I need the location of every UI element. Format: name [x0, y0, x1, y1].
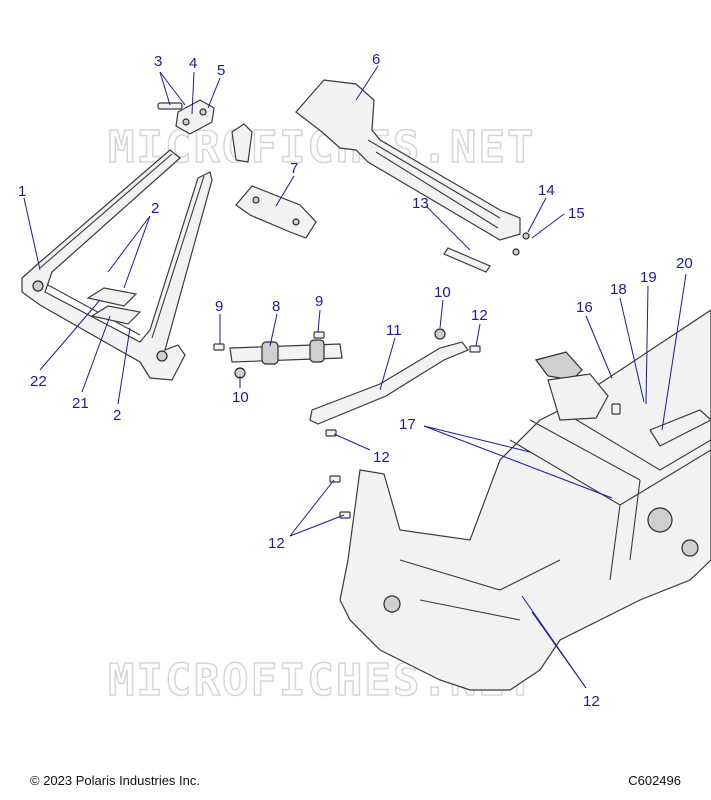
part-6-cross-tube — [295, 79, 530, 273]
callout-6: 6 — [372, 51, 380, 68]
part-3-4-5-bracket-hardware — [157, 99, 253, 163]
part-7-bracket — [235, 185, 317, 239]
callout-12-left: 12 — [268, 535, 285, 552]
callout-2-bottom: 2 — [113, 407, 121, 424]
callout-20: 20 — [676, 255, 693, 272]
callout-9-left: 9 — [215, 298, 223, 315]
callout-8: 8 — [272, 298, 280, 315]
callout-2-top: 2 — [151, 200, 159, 217]
callout-17: 17 — [399, 416, 416, 433]
callout-7: 7 — [290, 160, 298, 177]
part-1-brace-assembly — [21, 149, 213, 381]
callout-15: 15 — [568, 205, 585, 222]
callouts: 3 4 5 6 7 1 2 13 14 15 20 19 18 10 16 9 … — [18, 51, 693, 710]
callout-14: 14 — [538, 182, 555, 199]
part-21-22-plates — [86, 287, 142, 325]
callout-12-top: 12 — [471, 307, 488, 324]
copyright-text: © 2023 Polaris Industries Inc. — [30, 773, 200, 788]
callout-10-top: 10 — [434, 284, 451, 301]
callout-12-middle: 12 — [373, 449, 390, 466]
figure-code: C602496 — [628, 773, 681, 788]
callout-22: 22 — [30, 373, 47, 390]
callout-18: 18 — [610, 281, 627, 298]
callout-19: 19 — [640, 269, 657, 286]
callout-9-right: 9 — [315, 293, 323, 310]
callout-1: 1 — [18, 183, 26, 200]
callout-21: 21 — [72, 395, 89, 412]
callout-12-bottom: 12 — [583, 693, 600, 710]
part-11-link-bar — [309, 328, 481, 437]
callout-5: 5 — [217, 62, 225, 79]
callout-10-bottom: 10 — [232, 389, 249, 406]
callout-16: 16 — [576, 299, 593, 316]
callout-11: 11 — [386, 322, 402, 339]
callout-3: 3 — [154, 53, 162, 70]
leader-lines — [23, 65, 687, 689]
part-8-shaft — [213, 331, 343, 379]
main-frame — [329, 309, 711, 691]
callout-4: 4 — [189, 55, 197, 72]
callout-13: 13 — [412, 195, 429, 212]
